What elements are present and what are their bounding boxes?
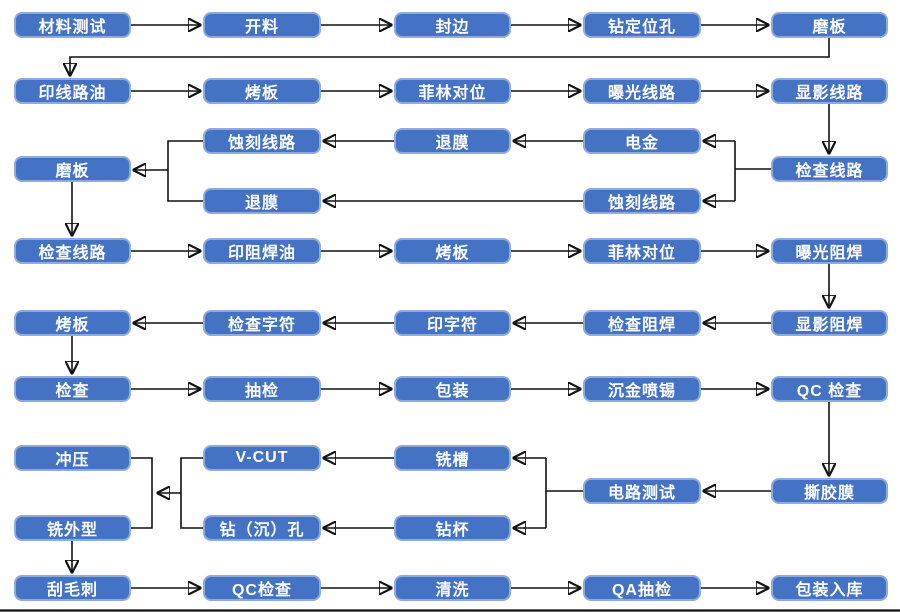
node-v-cut: V-CUT xyxy=(203,445,321,471)
connector xyxy=(131,457,153,529)
node-develop-solder-mask: 显影阻焊 xyxy=(771,310,888,336)
node-bake-board-2: 烤板 xyxy=(394,238,511,264)
node-material-test: 材料测试 xyxy=(14,12,131,38)
node-deburr: 刮毛刺 xyxy=(14,575,131,601)
connector xyxy=(734,141,771,201)
node-inspection: 检查 xyxy=(14,376,131,402)
node-develop-circuit: 显影线路 xyxy=(771,78,888,104)
node-cleaning: 清洗 xyxy=(394,575,511,601)
node-bake-board-1: 烤板 xyxy=(203,78,321,104)
node-film-alignment-2: 菲林对位 xyxy=(583,238,701,264)
node-etch-circuit-2: 蚀刻线路 xyxy=(583,188,701,214)
node-print-legend: 印字符 xyxy=(394,310,511,336)
node-inspect-solder-mask: 检查阻焊 xyxy=(583,310,701,336)
node-qa-sampling: QA抽检 xyxy=(583,575,701,601)
node-film-alignment-1: 菲林对位 xyxy=(394,78,511,104)
node-rout-profile: 铣外型 xyxy=(14,515,131,541)
node-expose-solder-mask: 曝光阻焊 xyxy=(771,238,888,264)
node-qc-inspection-2: QC检查 xyxy=(203,575,321,601)
node-circuit-test: 电路测试 xyxy=(583,478,701,504)
connector xyxy=(180,457,203,529)
node-drill-counter-hole: 钻（沉）孔 xyxy=(203,515,321,541)
node-print-solder-mask: 印阻焊油 xyxy=(203,238,321,264)
node-strip-film-2: 退膜 xyxy=(203,188,321,214)
connector xyxy=(167,140,203,202)
node-board-grinding-1: 磨板 xyxy=(771,12,888,38)
node-etch-circuit-1: 蚀刻线路 xyxy=(203,128,321,154)
node-print-circuit-ink: 印线路油 xyxy=(14,78,131,104)
connector xyxy=(545,458,583,528)
node-peel-film: 撕胶膜 xyxy=(771,478,888,504)
node-expose-circuit: 曝光线路 xyxy=(583,78,701,104)
node-drill-cup: 钻杯 xyxy=(394,515,511,541)
node-strip-film-1: 退膜 xyxy=(394,128,511,154)
node-inspect-circuit-1: 检查线路 xyxy=(771,156,888,182)
node-pack-and-store: 包装入库 xyxy=(771,575,888,601)
node-gold-plating: 电金 xyxy=(583,128,701,154)
node-inspect-legend: 检查字符 xyxy=(203,310,321,336)
node-punching: 冲压 xyxy=(14,445,131,471)
connector xyxy=(70,38,830,75)
node-drill-locating-hole: 钻定位孔 xyxy=(583,12,701,38)
node-board-grinding-2: 磨板 xyxy=(14,156,131,182)
node-qc-inspection-1: QC 检查 xyxy=(771,376,888,402)
node-edge-sealing: 封边 xyxy=(394,12,511,38)
node-bake-board-3: 烤板 xyxy=(14,310,131,336)
node-enig-hasl: 沉金喷锡 xyxy=(583,376,701,402)
node-inspect-circuit-2: 检查线路 xyxy=(14,238,131,264)
node-rout-slot: 铣槽 xyxy=(394,445,511,471)
node-sampling-check: 抽检 xyxy=(203,376,321,402)
node-packing: 包装 xyxy=(394,376,511,402)
node-cutting: 开料 xyxy=(203,12,321,38)
